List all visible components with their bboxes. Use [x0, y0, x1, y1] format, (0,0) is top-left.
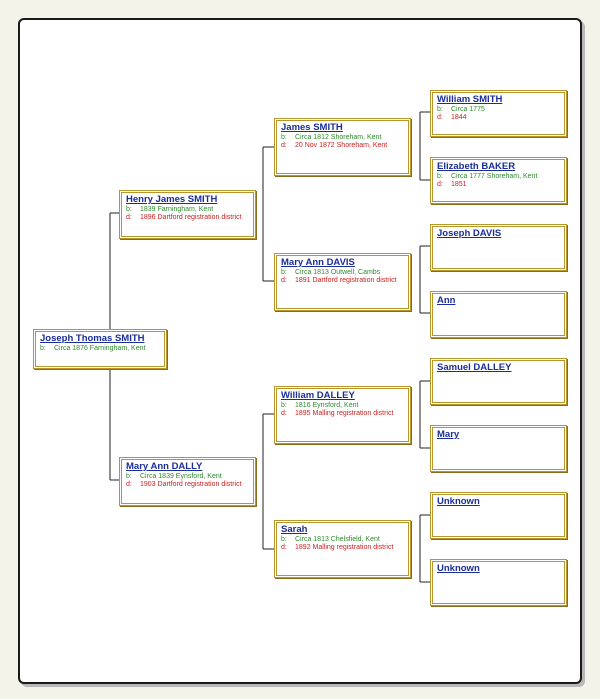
- person-name-link[interactable]: Joseph Thomas SMITH: [40, 333, 145, 344]
- death-label: d:: [437, 181, 443, 188]
- birth-label: b:: [281, 402, 287, 409]
- person-name-link[interactable]: Mary Ann DALLY: [126, 461, 203, 472]
- person-name-link[interactable]: James SMITH: [281, 122, 343, 133]
- person-box-p10[interactable]: Joseph DAVIS: [430, 224, 567, 271]
- death-value: 1896 Dartford registration district: [140, 214, 242, 221]
- birth-row: b: Circa 1812 Shoreham, Kent: [281, 134, 404, 142]
- person-name-link[interactable]: Elizabeth BAKER: [437, 161, 516, 172]
- death-value: 1895 Malling registration district: [295, 410, 394, 417]
- death-label: d:: [281, 277, 287, 284]
- person-name-link[interactable]: Samuel DALLEY: [437, 362, 512, 373]
- birth-value: Circa 1839 Eynsford, Kent: [140, 473, 222, 480]
- birth-label: b:: [281, 134, 287, 141]
- death-row: d: 1896 Dartford registration district: [126, 214, 249, 222]
- death-value: 20 Nov 1872 Shoreham, Kent: [295, 142, 388, 149]
- birth-value: Circa 1777 Shoreham, Kent: [451, 173, 538, 180]
- person-name-link[interactable]: William SMITH: [437, 94, 503, 105]
- birth-value: 1816 Eynsford, Kent: [295, 402, 359, 409]
- death-value: 1891 Dartford registration district: [295, 277, 397, 284]
- birth-row: b: Circa 1777 Shoreham, Kent: [437, 173, 560, 181]
- birth-label: b:: [281, 269, 287, 276]
- death-row: d: 1851: [437, 181, 560, 189]
- death-row: d: 1903 Dartford registration district: [126, 481, 249, 489]
- birth-row: b: 1816 Eynsford, Kent: [281, 402, 404, 410]
- death-label: d:: [281, 142, 287, 149]
- death-value: 1892 Malling registration district: [295, 544, 394, 551]
- death-label: d:: [437, 114, 443, 121]
- person-name-link[interactable]: Mary: [437, 429, 460, 440]
- death-label: d:: [126, 214, 132, 221]
- death-value: 1903 Dartford registration district: [140, 481, 242, 488]
- person-name-link[interactable]: Unknown: [437, 563, 480, 574]
- person-name-link[interactable]: Sarah: [281, 524, 308, 535]
- person-box-p14[interactable]: Unknown: [430, 492, 567, 539]
- birth-row: b: 1839 Farningham, Kent: [126, 206, 249, 214]
- birth-label: b:: [126, 473, 132, 480]
- birth-label: b:: [40, 345, 46, 352]
- death-label: d:: [281, 544, 287, 551]
- person-name-link[interactable]: Mary Ann DAVIS: [281, 257, 355, 268]
- birth-row: b: Circa 1839 Eynsford, Kent: [126, 473, 249, 481]
- death-value: 1851: [451, 181, 467, 188]
- birth-label: b:: [126, 206, 132, 213]
- birth-value: Circa 1813 Outwell, Cambs: [295, 269, 381, 276]
- death-label: d:: [281, 410, 287, 417]
- birth-row: b: Circa 1813 Outwell, Cambs: [281, 269, 404, 277]
- person-name-link[interactable]: Joseph DAVIS: [437, 228, 502, 239]
- person-box-p12[interactable]: Samuel DALLEY: [430, 358, 567, 405]
- death-row: d: 20 Nov 1872 Shoreham, Kent: [281, 142, 404, 150]
- death-label: d:: [126, 481, 132, 488]
- birth-value: Circa 1775: [451, 106, 485, 113]
- death-row: d: 1895 Malling registration district: [281, 410, 404, 418]
- birth-value: 1839 Farningham, Kent: [140, 206, 214, 213]
- person-box-p11[interactable]: Ann: [430, 291, 567, 338]
- death-row: d: 1891 Dartford registration district: [281, 277, 404, 285]
- birth-value: Circa 1813 Chelsfield, Kent: [295, 536, 380, 543]
- birth-label: b:: [437, 173, 443, 180]
- person-box-p13[interactable]: Mary: [430, 425, 567, 472]
- person-box-p15[interactable]: Unknown: [430, 559, 567, 606]
- person-name-link[interactable]: Henry James SMITH: [126, 194, 218, 205]
- death-row: d: 1892 Malling registration district: [281, 544, 404, 552]
- death-value: 1844: [451, 114, 467, 121]
- birth-row: b: Circa 1813 Chelsfield, Kent: [281, 536, 404, 544]
- person-name-link[interactable]: Unknown: [437, 496, 480, 507]
- person-name-link[interactable]: William DALLEY: [281, 390, 355, 401]
- death-row: d: 1844: [437, 114, 560, 122]
- birth-row: b: Circa 1775: [437, 106, 560, 114]
- birth-label: b:: [281, 536, 287, 543]
- birth-value: Circa 1876 Farningham, Kent: [54, 345, 146, 352]
- birth-value: Circa 1812 Shoreham, Kent: [295, 134, 382, 141]
- birth-label: b:: [437, 106, 443, 113]
- birth-row: b: Circa 1876 Farningham, Kent: [40, 345, 160, 353]
- person-name-link[interactable]: Ann: [437, 295, 456, 306]
